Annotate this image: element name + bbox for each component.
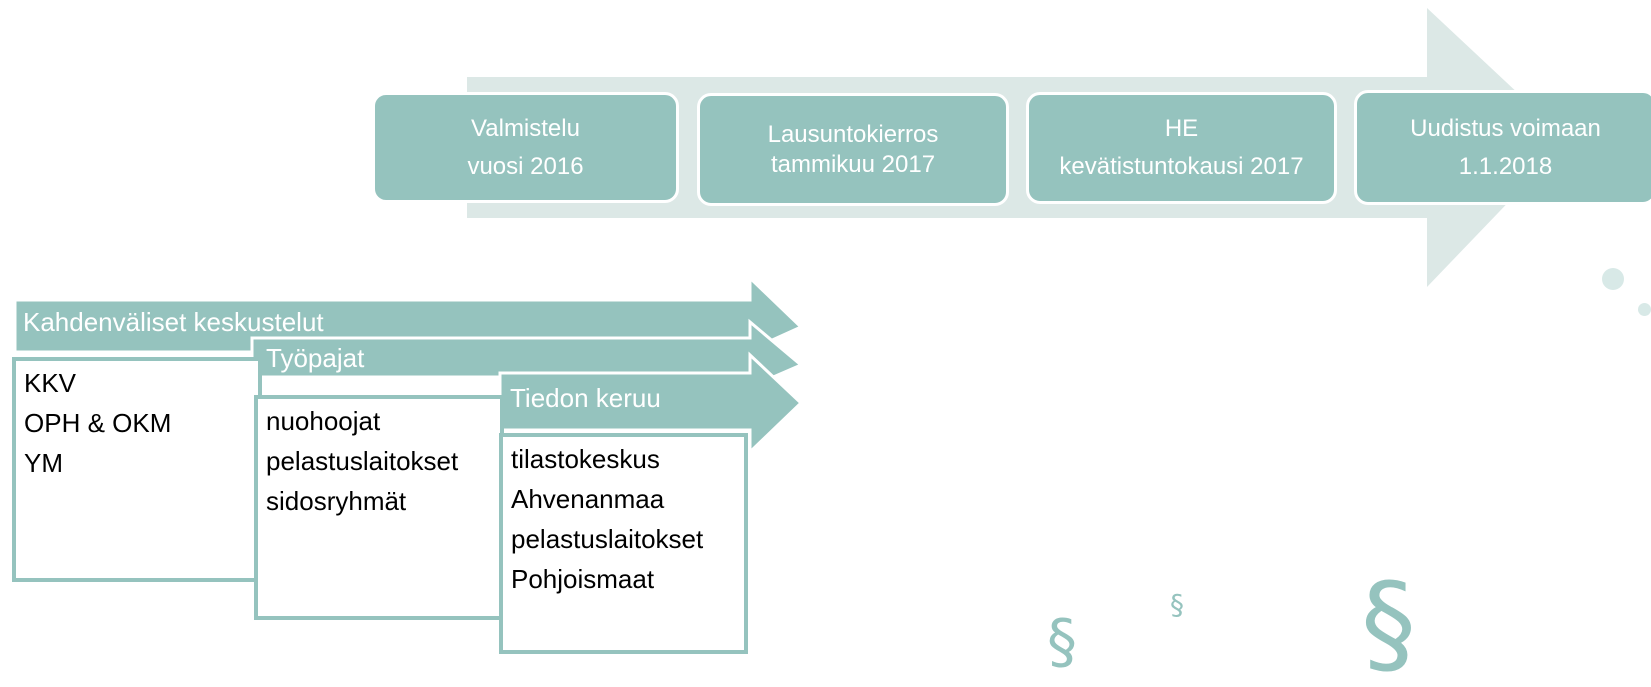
phase-line1: Valmistelu — [471, 114, 580, 142]
list-item: pelastuslaitokset — [266, 446, 459, 476]
phase-valmistelu: Valmistelu vuosi 2016 — [372, 92, 679, 203]
list-item: Pohjoismaat — [511, 564, 655, 594]
decorative-dot — [1638, 303, 1651, 316]
list-item: pelastuslaitokset — [511, 524, 704, 554]
workstream-arrow-2 — [250, 318, 804, 390]
phase-line2: 1.1.2018 — [1458, 152, 1553, 180]
workstream-arrow-3 — [498, 351, 804, 456]
list-item: KKV — [24, 368, 77, 398]
workstream-title-tiedon-keruu: Tiedon keruu — [510, 383, 661, 413]
timeline-arrow — [467, 8, 1568, 287]
phase-line1: Lausuntokierros — [767, 120, 939, 148]
list-item: nuohoojat — [266, 406, 381, 436]
workstream-title-tyopajat: Työpajat — [266, 343, 365, 373]
phase-line1: HE — [1164, 115, 1199, 142]
section-sign-icon: § — [1170, 588, 1184, 621]
phase-uudistus-voimaan: Uudistus voimaan 1.1.2018 — [1354, 90, 1651, 205]
workstream-arrow-1 — [13, 274, 804, 354]
phase-he: HE kevätistuntokausi 2017 — [1026, 92, 1337, 204]
workstream-items-kahdenvaliset: KKV OPH & OKM YM — [12, 357, 262, 582]
section-sign-icon: § — [1047, 607, 1077, 677]
section-sign-icon: § — [1361, 559, 1416, 687]
phase-line2: vuosi 2016 — [467, 152, 584, 180]
arrows-layer — [13, 8, 1568, 456]
phase-line2: tammikuu 2017 — [770, 150, 936, 178]
list-item: Ahvenanmaa — [511, 484, 665, 514]
workstream-items-tyopajat: nuohoojat pelastuslaitokset sidosryhmät — [254, 395, 504, 620]
phase-line2: kevätistuntokausi 2017 — [1059, 153, 1304, 180]
list-item: OPH & OKM — [24, 408, 172, 438]
workstream-items-tiedon-keruu: tilastokeskus Ahvenanmaa pelastuslaitoks… — [499, 433, 748, 654]
decorative-dot — [1602, 268, 1624, 290]
list-item: tilastokeskus — [511, 444, 660, 474]
list-item: YM — [24, 448, 63, 478]
phase-lausuntokierros: Lausuntokierros tammikuu 2017 — [697, 93, 1009, 206]
phase-line1: Uudistus voimaan — [1410, 114, 1601, 142]
list-item: sidosryhmät — [266, 486, 407, 516]
workstream-title-kahdenvaliset: Kahdenväliset keskustelut — [23, 307, 324, 337]
